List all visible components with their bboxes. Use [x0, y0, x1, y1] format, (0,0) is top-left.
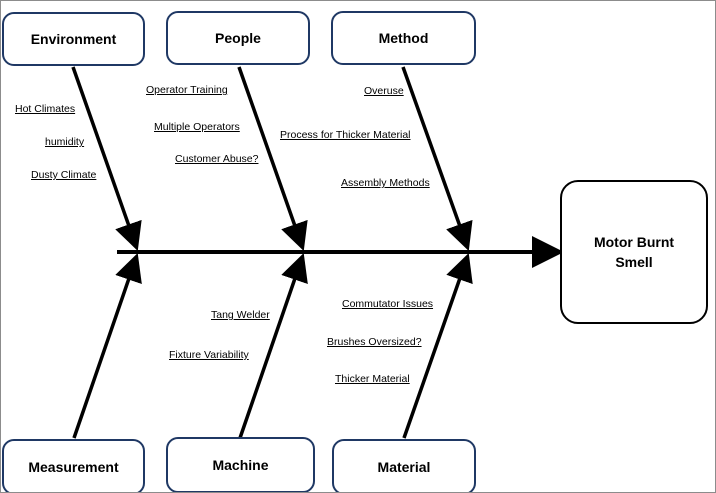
measurement-bone [72, 253, 142, 439]
effect-line-1: Motor Burnt [593, 234, 675, 250]
category-measurement: Measurement [2, 439, 145, 492]
cause-customer-abuse: Customer Abuse? [175, 153, 259, 165]
cause-assembly-methods: Assembly Methods [341, 177, 430, 189]
cause-process-thicker-material: Process for Thicker Material [280, 129, 411, 141]
category-environment: Environment [2, 12, 145, 66]
cause-tang-welder: Tang Welder [211, 309, 270, 321]
cause-overuse: Overuse [364, 85, 404, 97]
material-bone [402, 253, 473, 439]
cause-brushes-oversized: Brushes Oversized? [327, 336, 422, 348]
cause-fixture-variability: Fixture Variability [169, 349, 249, 361]
cause-hot-climates: Hot Climates [15, 103, 76, 115]
cause-humidity: humidity [45, 136, 85, 148]
category-machine: Machine [166, 437, 315, 492]
category-method: Method [331, 11, 476, 65]
category-material: Material [332, 439, 476, 492]
effect-line-2: Smell [615, 254, 653, 270]
cause-commutator-issues: Commutator Issues [342, 298, 434, 310]
environment-bone [71, 66, 142, 251]
category-people: People [166, 11, 310, 65]
cause-multiple-operators: Multiple Operators [154, 121, 240, 133]
people-bone [237, 66, 308, 251]
cause-dusty-climate: Dusty Climate [31, 169, 97, 181]
cause-thicker-material: Thicker Material [335, 373, 410, 385]
cause-operator-training: Operator Training [146, 84, 228, 96]
machine-bone [238, 253, 308, 439]
method-bone [401, 66, 473, 251]
effect-box: Motor Burnt Smell [560, 180, 708, 324]
